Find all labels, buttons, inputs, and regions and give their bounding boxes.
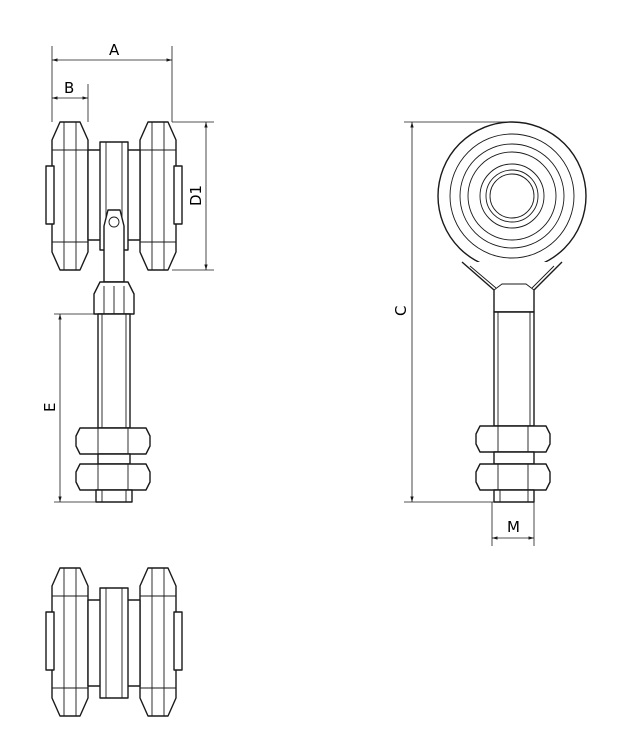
label-m: M bbox=[507, 518, 520, 536]
label-d1: D1 bbox=[187, 185, 205, 206]
dimension-e: E bbox=[41, 313, 98, 503]
bolt-collar bbox=[93, 281, 135, 315]
side-view: C M bbox=[392, 121, 587, 546]
dimension-d1: D1 bbox=[172, 121, 214, 271]
upper-nut bbox=[75, 427, 151, 455]
side-wheel bbox=[437, 121, 587, 271]
label-b: B bbox=[64, 79, 74, 97]
dimension-b: B bbox=[52, 79, 89, 122]
hanger-link bbox=[103, 209, 125, 283]
bottom-center-spacer bbox=[87, 587, 141, 699]
bottom-right-wheel bbox=[139, 567, 183, 717]
right-wheel bbox=[139, 121, 183, 271]
side-threaded-rod bbox=[493, 311, 535, 427]
front-view: A B D1 E bbox=[41, 41, 214, 503]
left-wheel bbox=[45, 121, 89, 271]
lower-nut bbox=[75, 463, 151, 491]
bottom-view bbox=[45, 567, 183, 717]
dimension-c: C bbox=[392, 121, 512, 503]
label-a: A bbox=[109, 41, 120, 59]
side-lower-nut bbox=[475, 463, 551, 491]
label-e: E bbox=[41, 403, 59, 412]
dimension-a: A bbox=[51, 41, 173, 122]
dimension-m: M bbox=[491, 502, 535, 546]
bottom-left-wheel bbox=[45, 567, 89, 717]
threaded-rod bbox=[97, 313, 131, 429]
side-upper-nut bbox=[475, 425, 551, 453]
label-c: C bbox=[392, 306, 410, 316]
side-bracket bbox=[461, 261, 563, 313]
